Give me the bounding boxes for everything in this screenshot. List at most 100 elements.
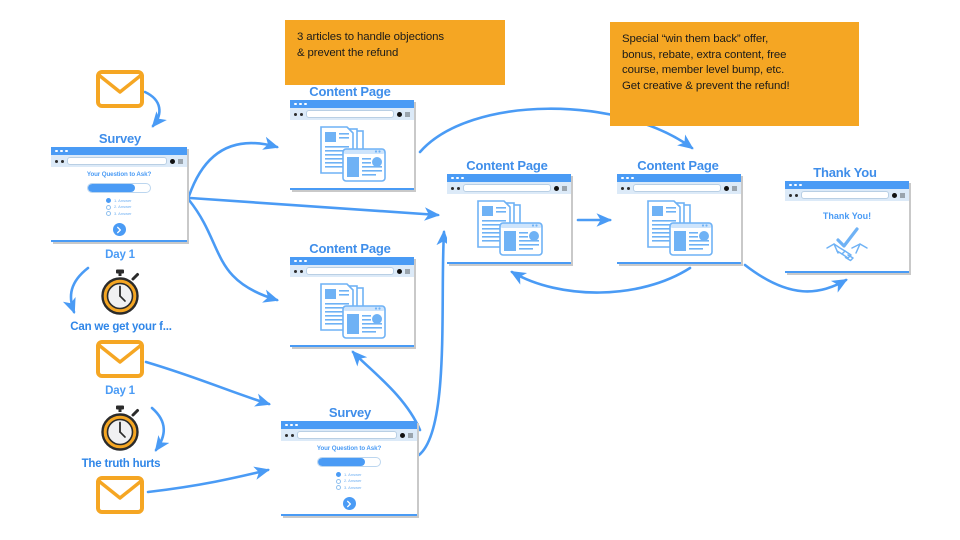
survey-question: Your Question to Ask? xyxy=(86,171,152,178)
arrow-timer-to-truthhurts xyxy=(150,406,170,452)
account-icon[interactable] xyxy=(724,185,729,191)
timer-label-day1-second: Day 1 xyxy=(105,385,135,397)
forward-icon[interactable] xyxy=(291,433,294,437)
survey-option-label: 2. Answer xyxy=(113,204,132,209)
window-dots xyxy=(294,259,307,262)
label-feedback: Can we get your f... xyxy=(70,321,172,333)
window-body xyxy=(290,120,414,190)
survey-option-label: 3. Answer xyxy=(343,484,362,490)
window-thank-you[interactable]: Thank You! xyxy=(785,181,909,273)
arrow-survey-to-content1 xyxy=(187,136,280,198)
window-dots xyxy=(285,423,298,426)
account-icon[interactable] xyxy=(892,192,897,198)
forward-icon[interactable] xyxy=(300,269,303,273)
back-icon[interactable] xyxy=(294,112,297,116)
menu-icon[interactable] xyxy=(178,158,183,164)
window-body: Your Question to Ask? 1. Answer 2. Answe… xyxy=(281,441,417,516)
forward-icon[interactable] xyxy=(627,186,630,190)
survey-question: Your Question to Ask? xyxy=(316,445,382,452)
window-dots xyxy=(621,176,634,179)
arrow-surveybottom-to-content3 xyxy=(417,229,450,457)
menu-icon[interactable] xyxy=(408,432,413,438)
survey-option-label: 1. Answer xyxy=(113,197,132,203)
back-icon[interactable] xyxy=(285,433,288,437)
envelope-icon[interactable] xyxy=(96,340,144,378)
window-toolbar xyxy=(447,182,571,194)
survey-next-button[interactable] xyxy=(342,497,356,510)
back-icon[interactable] xyxy=(451,186,454,190)
window-toolbar xyxy=(281,429,417,441)
article-stack-icon xyxy=(647,200,713,256)
back-icon[interactable] xyxy=(55,159,58,163)
winback-callout: Special “win them back” offer, bonus, re… xyxy=(610,22,859,126)
address-bar[interactable] xyxy=(297,431,397,439)
survey-option[interactable]: 1. Answer xyxy=(106,197,132,203)
articles-callout: 3 articles to handle objections & preven… xyxy=(285,20,505,85)
back-icon[interactable] xyxy=(789,193,792,197)
menu-icon[interactable] xyxy=(405,111,410,117)
window-title-content-page-1: Content Page xyxy=(309,84,391,99)
window-titlebar xyxy=(290,100,414,108)
envelope-icon[interactable] xyxy=(96,70,144,108)
window-dots xyxy=(451,176,464,179)
window-content-page-4[interactable] xyxy=(617,174,741,264)
window-content-page-2[interactable] xyxy=(290,257,414,347)
window-content-page-3[interactable] xyxy=(447,174,571,264)
address-bar[interactable] xyxy=(306,267,394,275)
arrow-email-to-survey xyxy=(143,90,167,128)
menu-icon[interactable] xyxy=(562,185,567,191)
survey-option[interactable]: 3. Answer xyxy=(106,211,132,216)
envelope-icon[interactable] xyxy=(96,476,144,514)
address-bar[interactable] xyxy=(306,110,394,118)
survey-option[interactable]: 2. Answer xyxy=(336,478,362,484)
forward-icon[interactable] xyxy=(457,186,460,190)
thank-you-message: Thank You! xyxy=(822,210,872,221)
window-survey-bottom[interactable]: Your Question to Ask? 1. Answer 2. Answe… xyxy=(281,421,417,516)
arrow-timer-to-feedback xyxy=(62,266,90,314)
survey-next-button[interactable] xyxy=(112,223,126,236)
window-content-page-1[interactable] xyxy=(290,100,414,190)
survey-options: 1. Answer 2. Answer 3. Answer xyxy=(106,197,132,216)
forward-icon[interactable] xyxy=(795,193,798,197)
window-titlebar xyxy=(447,174,571,182)
survey-progress-bar[interactable] xyxy=(87,183,151,193)
stopwatch-icon[interactable] xyxy=(96,404,144,452)
back-icon[interactable] xyxy=(621,186,624,190)
address-bar[interactable] xyxy=(67,157,167,165)
window-dots xyxy=(789,183,802,186)
survey-option[interactable]: 2. Answer xyxy=(106,204,132,210)
forward-icon[interactable] xyxy=(61,159,64,163)
survey-option[interactable]: 1. Answer xyxy=(336,472,362,477)
timer-label-day1-first: Day 1 xyxy=(105,249,135,261)
window-title-content-page-2: Content Page xyxy=(309,241,391,256)
address-bar[interactable] xyxy=(463,184,551,192)
arrow-email2-to-surveybottom xyxy=(144,360,271,407)
account-icon[interactable] xyxy=(397,268,402,274)
address-bar[interactable] xyxy=(633,184,721,192)
window-body xyxy=(290,277,414,347)
window-survey-top[interactable]: Your Question to Ask? 1. Answer 2. Answe… xyxy=(51,147,187,242)
account-icon[interactable] xyxy=(400,432,405,438)
window-dots xyxy=(55,149,68,152)
window-title-thank-you: Thank You xyxy=(813,165,877,180)
survey-option[interactable]: 3. Answer xyxy=(336,484,362,490)
address-bar[interactable] xyxy=(801,191,889,199)
menu-icon[interactable] xyxy=(405,268,410,274)
arrow-survey-to-content2 xyxy=(187,198,279,303)
window-titlebar xyxy=(785,181,909,189)
menu-icon[interactable] xyxy=(900,192,905,198)
menu-icon[interactable] xyxy=(732,185,737,191)
window-titlebar xyxy=(290,257,414,265)
stopwatch-icon[interactable] xyxy=(96,268,144,316)
forward-icon[interactable] xyxy=(300,112,303,116)
survey-options: 1. Answer 2. Answer 3. Answer xyxy=(336,472,362,490)
survey-progress-bar[interactable] xyxy=(317,457,381,467)
window-title-content-page-3: Content Page xyxy=(466,158,548,173)
account-icon[interactable] xyxy=(397,111,402,117)
account-icon[interactable] xyxy=(554,185,559,191)
window-toolbar xyxy=(785,189,909,201)
back-icon[interactable] xyxy=(294,269,297,273)
window-title-survey-bottom: Survey xyxy=(328,405,372,420)
account-icon[interactable] xyxy=(170,158,175,164)
